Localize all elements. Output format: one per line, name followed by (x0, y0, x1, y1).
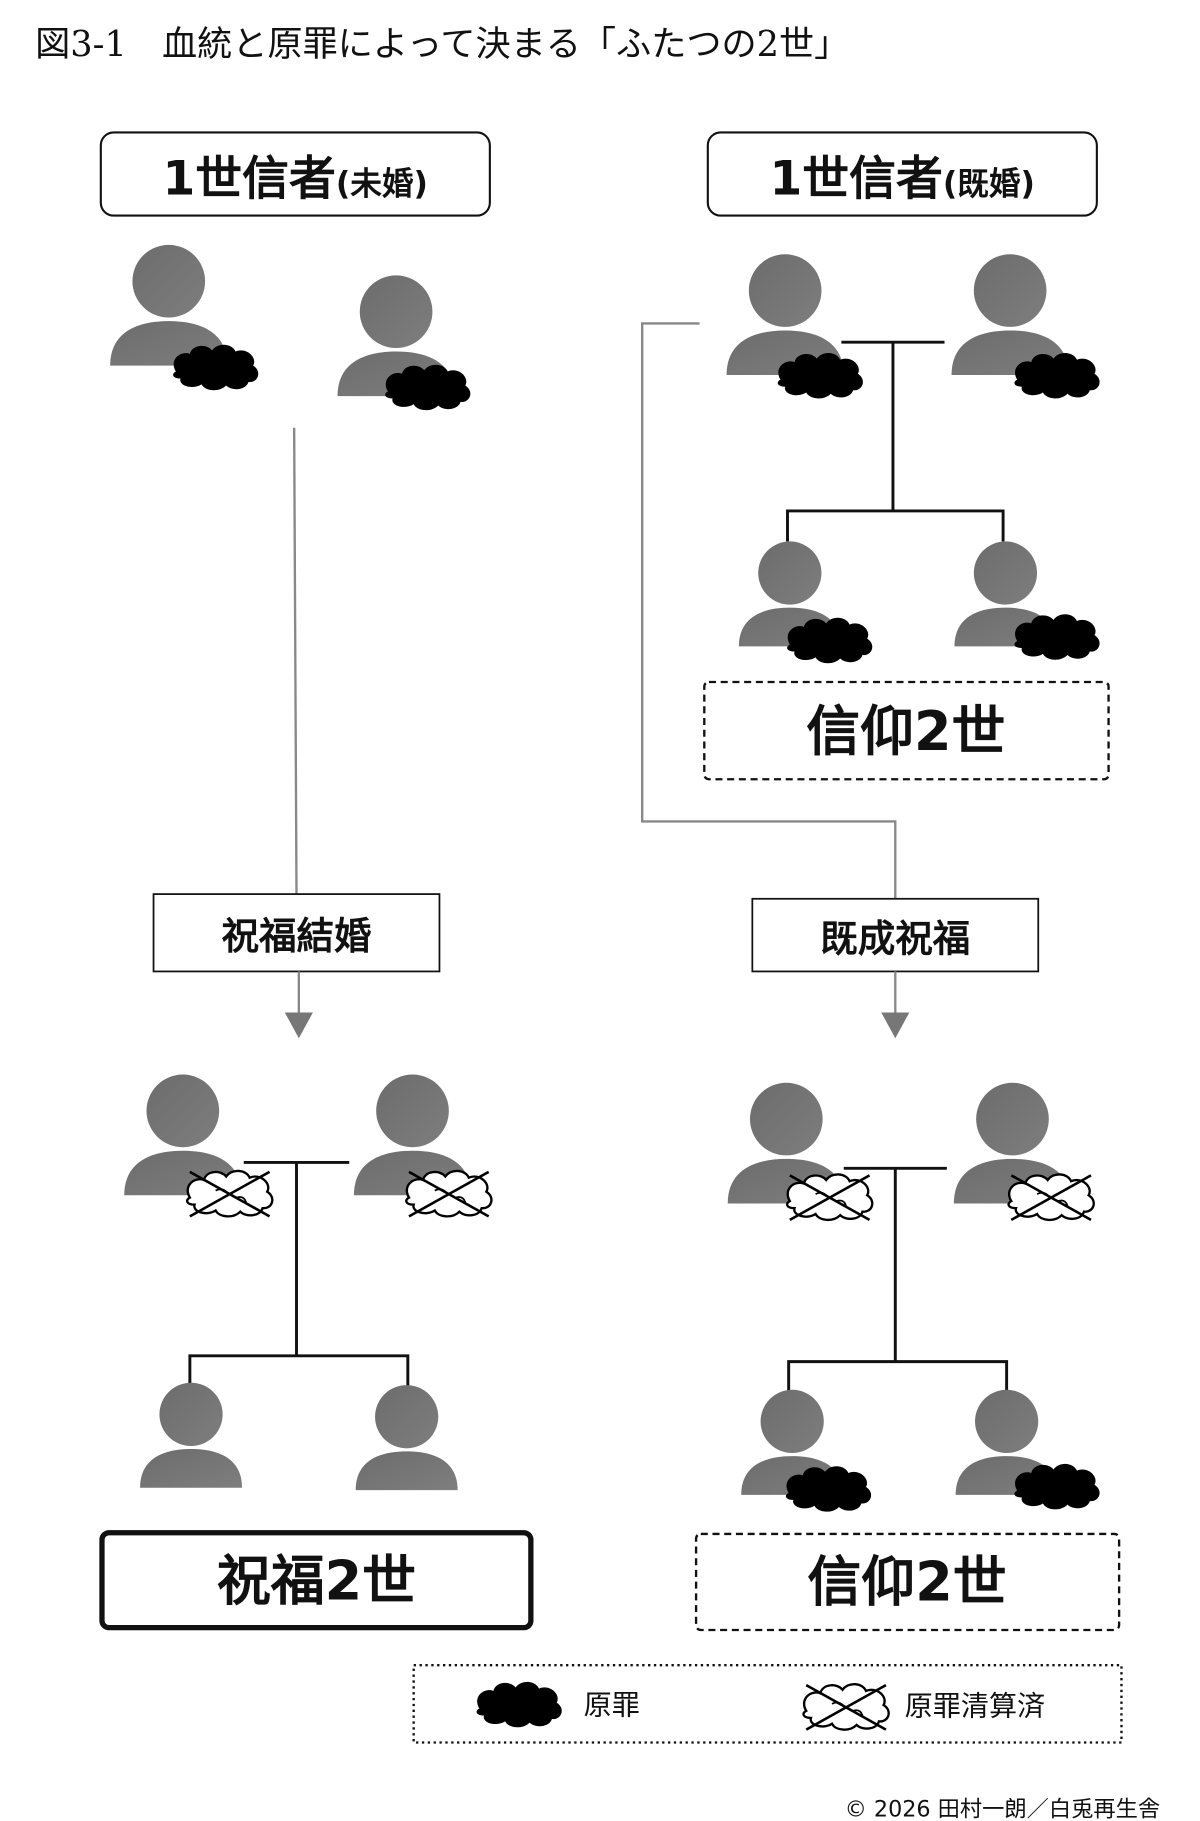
step-box-existing-blessing: 既成祝福 (751, 897, 1040, 973)
cleansed-sin-cloud-icon (406, 1171, 491, 1216)
cleansed-sin-cloud-icon (187, 1171, 272, 1216)
legend-original-sin: 原罪 (584, 1688, 640, 1721)
header-main: 1世信者 (163, 152, 336, 207)
faith-second-gen-box: 信仰2世 (694, 1532, 1121, 1632)
arrow-down-icon (284, 1012, 313, 1039)
cleansed-sin-cloud-icon (803, 1684, 888, 1729)
blessed-second-gen-box: 祝福2世 (99, 1530, 534, 1631)
arrow-down-icon (881, 1012, 910, 1039)
cleansed-sin-cloud-icon (1009, 1174, 1094, 1219)
step-box-blessing-marriage: 祝福結婚 (152, 893, 441, 973)
flow-line (292, 427, 298, 895)
header-married: 1世信者(既婚) (706, 131, 1098, 217)
header-unmarried: 1世信者(未婚) (99, 131, 491, 217)
step-label: 祝福結婚 (222, 914, 372, 958)
result-label: 祝福2世 (217, 1550, 416, 1613)
result-label: 信仰2世 (807, 1551, 1006, 1614)
child-person-icon (140, 1382, 243, 1488)
copyright: © 2026 田村一朗／白兎再生舎 (845, 1796, 1161, 1821)
person-icon (110, 244, 228, 366)
faith-second-gen-box: 信仰2世 (703, 680, 1110, 781)
svg-text:1世信者(既婚): 1世信者(既婚) (770, 152, 1035, 207)
header-main: 1世信者 (770, 152, 943, 207)
family-tree-lines (787, 1166, 1009, 1393)
figure-title: 図3-1 血統と原罪によって決まる「ふたつの2世」 (35, 24, 849, 65)
legend-cleansed: 原罪清算済 (905, 1690, 1046, 1723)
family-tree-lines (188, 1160, 410, 1387)
family-tree-lines (786, 340, 1005, 542)
step-label: 既成祝福 (820, 917, 970, 961)
flow-line (641, 322, 897, 899)
result-label: 信仰2世 (806, 700, 1005, 763)
child-person-icon (355, 1385, 458, 1491)
cleansed-sin-cloud-icon (787, 1174, 872, 1219)
header-sub: (既婚) (943, 167, 1035, 203)
legend: 原罪 原罪清算済 (412, 1663, 1123, 1744)
header-sub: (未婚) (336, 167, 428, 203)
svg-text:1世信者(未婚): 1世信者(未婚) (163, 152, 428, 207)
